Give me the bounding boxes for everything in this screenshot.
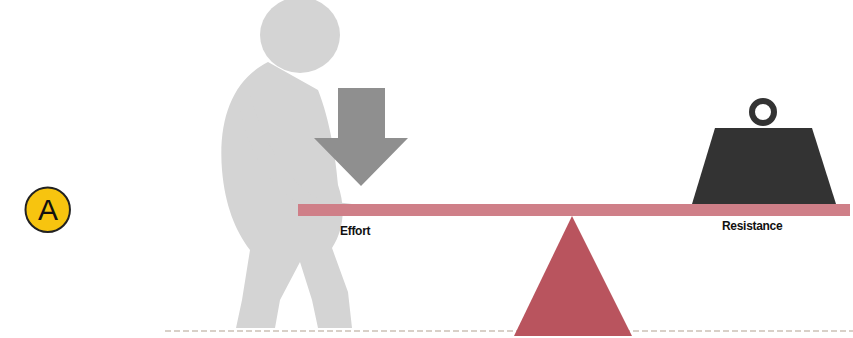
effort-label: Effort: [340, 224, 370, 238]
effort-arrow: [314, 88, 408, 186]
lever-beam: [298, 204, 850, 216]
ground-line: [165, 330, 853, 332]
callout-letter: A: [38, 193, 58, 227]
person-silhouette: [221, 0, 356, 328]
weight: [692, 101, 836, 204]
resistance-label: Resistance: [722, 219, 782, 233]
fulcrum: [514, 216, 632, 336]
callout-circle: A: [24, 186, 71, 233]
